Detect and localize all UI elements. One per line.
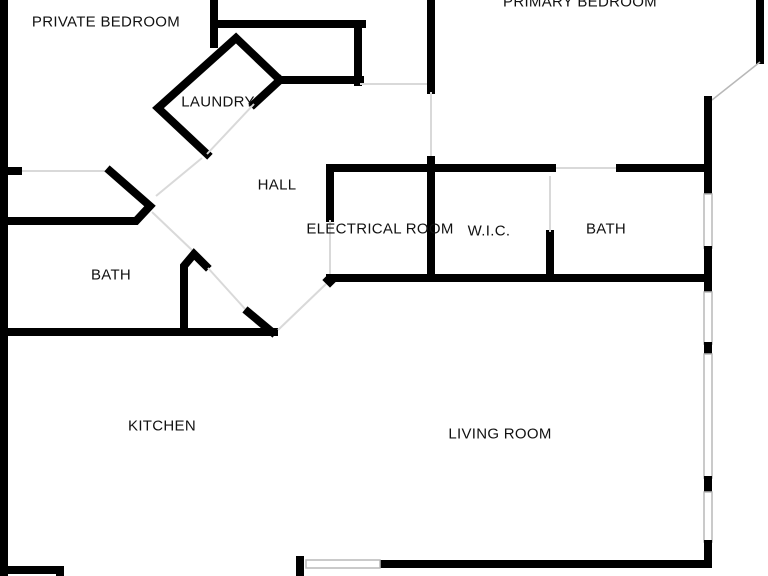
room-label-hall: HALL (257, 176, 297, 194)
window-living-2 (703, 353, 713, 479)
room-label-electrical-room: ELECTRICAL ROOM (306, 220, 454, 238)
window-bay (711, 61, 761, 101)
room-label-kitchen: KITCHEN (128, 417, 196, 435)
room-label-wic: W.I.C. (467, 222, 511, 240)
room-label-primary-bedroom: PRIMARY BEDROOM (503, 0, 657, 11)
wall-laundry (152, 32, 364, 160)
room-label-laundry: LAUNDRY (181, 93, 255, 111)
window-bath-right (703, 193, 713, 249)
room-label-living-room: LIVING ROOM (448, 425, 552, 443)
opening-laundry (206, 103, 255, 155)
opening-bath-door (207, 267, 247, 311)
opening-hall-bath (151, 211, 195, 253)
opening-hall-diagonal-top (155, 157, 203, 197)
window-bottom (305, 559, 381, 569)
room-label-private-bedroom: PRIVATE BEDROOM (31, 13, 181, 31)
wall-left-closet (4, 165, 156, 225)
wall-laundry-inner (248, 74, 286, 110)
window-living-3 (703, 491, 713, 543)
room-label-bath-right: BATH (585, 220, 627, 238)
wall-hall-corner (322, 274, 336, 288)
room-label-bath-left: BATH (90, 266, 132, 284)
window-living-1 (703, 291, 713, 345)
opening-hall-diagonal-bottom (277, 283, 327, 331)
wall-bath-inner (180, 248, 212, 334)
